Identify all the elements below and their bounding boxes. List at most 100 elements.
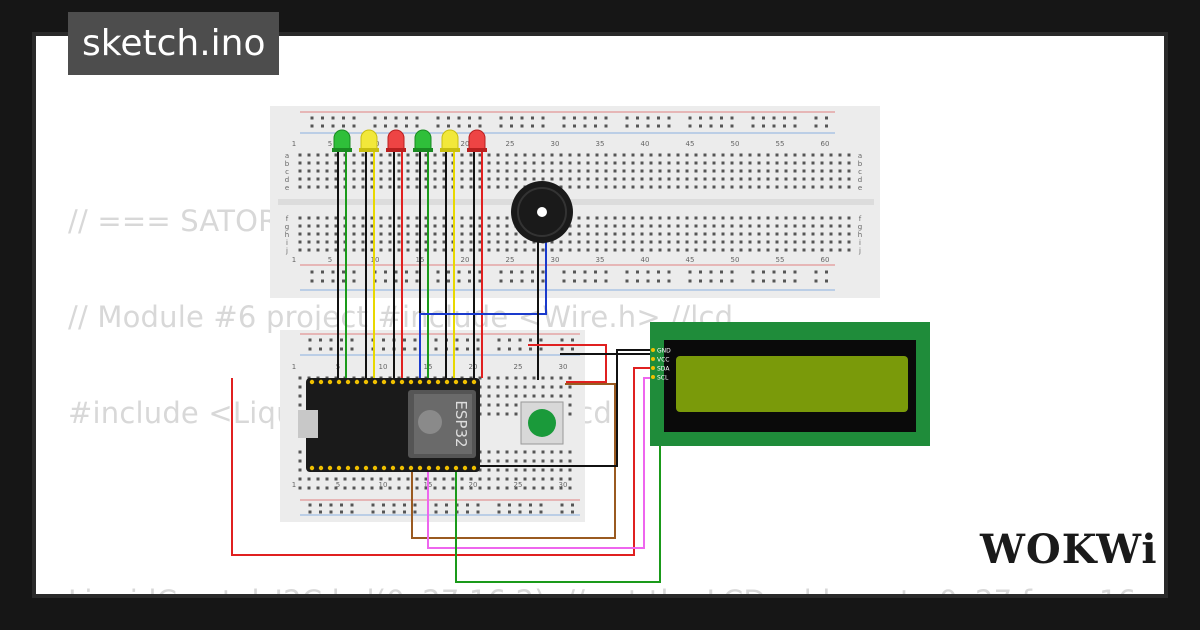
esp32-pin [309, 379, 315, 385]
row-label: b [858, 160, 863, 168]
column-label: 30 [559, 481, 568, 489]
row-label: h [858, 231, 862, 239]
esp32-pin [471, 379, 477, 385]
esp32-pin [363, 465, 369, 471]
led-green [413, 129, 433, 152]
column-label: 1 [292, 140, 296, 148]
column-label: 5 [328, 140, 332, 148]
sketch-title: sketch.ino [68, 12, 280, 75]
lcd-display: GND VCC SDA SCL [650, 322, 930, 446]
esp32-pin [327, 379, 333, 385]
code-line-2: // Module #6 project #include <Wire.h> /… [68, 300, 734, 334]
lcd-pin [651, 348, 655, 352]
esp32-pin [399, 379, 405, 385]
row-label: j [858, 247, 861, 255]
esp32-pin [453, 465, 459, 471]
lcd-pin [651, 357, 655, 361]
row-label: g [285, 223, 289, 231]
esp32-pin [408, 465, 414, 471]
esp32-pin [354, 379, 360, 385]
column-label: 50 [731, 256, 740, 264]
row-label: c [858, 168, 862, 176]
row-label: e [285, 184, 289, 192]
buzzer[interactable] [511, 181, 573, 243]
column-label: 1 [292, 256, 296, 264]
column-label: 20 [461, 140, 470, 148]
esp32-pin [318, 465, 324, 471]
esp32-label: ESP32 [452, 400, 470, 447]
column-label: 25 [506, 256, 515, 264]
esp32-pin [462, 379, 468, 385]
esp32-pin [345, 379, 351, 385]
column-label: 40 [641, 256, 650, 264]
esp32-pin [444, 465, 450, 471]
led-red [467, 129, 487, 152]
esp32-pin [354, 465, 360, 471]
column-label: 45 [686, 256, 695, 264]
led-red [386, 129, 406, 152]
row-label: d [858, 176, 862, 184]
esp32-pin [471, 465, 477, 471]
esp32-pin [417, 465, 423, 471]
wokwi-logo: WOKWi [980, 526, 1158, 573]
led-group [332, 129, 487, 152]
column-label: 5 [336, 481, 340, 489]
row-label: f [286, 215, 289, 223]
esp32-pin [408, 379, 414, 385]
esp32-pin [309, 465, 315, 471]
column-label: 35 [596, 256, 605, 264]
esp32-pin [372, 465, 378, 471]
column-label: 1 [292, 481, 296, 489]
esp32-pin [453, 379, 459, 385]
column-label: 50 [731, 140, 740, 148]
esp32-pin [381, 379, 387, 385]
lcd-pin-label: VCC [657, 357, 669, 364]
esp32-pin [372, 379, 378, 385]
column-label: 35 [596, 140, 605, 148]
column-label: 30 [551, 256, 560, 264]
row-label: g [858, 223, 862, 231]
led-yellow [359, 129, 379, 152]
esp32-pin [462, 465, 468, 471]
push-button[interactable] [520, 401, 564, 445]
column-label: 10 [379, 481, 388, 489]
column-label: 5 [328, 256, 332, 264]
breadboard-top-holes [298, 116, 851, 283]
esp32-pin [363, 379, 369, 385]
column-label: 45 [686, 140, 695, 148]
esp32-pin [381, 465, 387, 471]
row-label: f [859, 215, 862, 223]
lcd-pin-label: SCL [657, 375, 669, 382]
esp32-pin [426, 379, 432, 385]
lcd-pin-label: GND [657, 348, 671, 355]
esp32-pin [345, 465, 351, 471]
esp32-board[interactable]: ESP32 [298, 378, 480, 472]
esp32-pin [435, 379, 441, 385]
column-label: 40 [641, 140, 650, 148]
column-label: 60 [821, 256, 830, 264]
lcd-pin-label: SDA [657, 366, 670, 373]
column-label: 60 [821, 140, 830, 148]
lcd-pin [651, 375, 655, 379]
led-yellow [440, 129, 460, 152]
row-label: d [285, 176, 289, 184]
esp32-pin [327, 465, 333, 471]
esp32-pin [336, 379, 342, 385]
esp32-pin [336, 465, 342, 471]
column-label: 1 [292, 363, 296, 371]
code-line-1: // === SATORI [68, 204, 288, 238]
row-label: a [858, 152, 862, 160]
lcd-pin [651, 366, 655, 370]
esp32-pin [435, 465, 441, 471]
row-label: i [286, 239, 288, 247]
column-label: 30 [559, 363, 568, 371]
row-label: c [285, 168, 289, 176]
esp32-pin [417, 379, 423, 385]
row-label: h [285, 231, 289, 239]
row-label: i [859, 239, 861, 247]
column-label: 25 [506, 140, 515, 148]
column-label: 10 [379, 363, 388, 371]
esp32-pin [426, 465, 432, 471]
esp32-pin [444, 379, 450, 385]
